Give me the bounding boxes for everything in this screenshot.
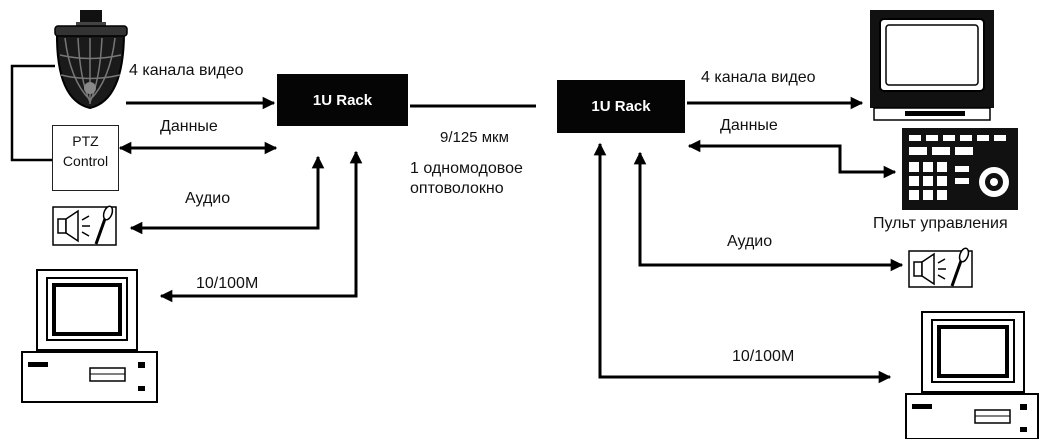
ptz-label-line2: Control: [53, 151, 118, 171]
speaker-microphone-icon-right: [909, 247, 972, 287]
left-data-label: Данные: [160, 118, 218, 136]
right-video-label: 4 канала видео: [701, 69, 816, 87]
crt-monitor-icon: [870, 10, 994, 120]
left-rack-label: 1U Rack: [313, 92, 372, 109]
right-data-arrow: [689, 146, 895, 172]
fiber-type-line2: оптоволокно: [410, 180, 504, 198]
ptz-link-line: [12, 66, 55, 160]
control-keyboard-icon: [902, 128, 1018, 210]
left-audio-label: Аудио: [185, 190, 230, 208]
right-data-label: Данные: [720, 117, 778, 135]
speaker-microphone-icon: [53, 205, 116, 245]
fiber-type-line1: 1 одномодовое: [410, 160, 523, 178]
left-network-label: 10/100M: [196, 275, 258, 293]
ptz-control-box: PTZ Control: [52, 125, 119, 191]
desktop-computer-icon: [22, 270, 157, 402]
left-network-arrow: [161, 152, 356, 296]
desktop-computer-icon-right: [906, 312, 1038, 439]
right-audio-label: Аудио: [727, 233, 772, 251]
left-video-label: 4 канала видео: [129, 62, 244, 80]
ptz-label-line1: PTZ: [53, 131, 118, 151]
dome-camera-icon: [55, 10, 127, 108]
right-network-label: 10/100M: [732, 348, 794, 366]
right-rack-unit: 1U Rack: [557, 80, 685, 133]
right-network-arrow: [600, 144, 890, 377]
console-label: Пульт управления: [873, 215, 1008, 233]
right-rack-label: 1U Rack: [591, 98, 650, 115]
left-rack-unit: 1U Rack: [277, 74, 408, 126]
fiber-spec-label: 9/125 мкм: [440, 129, 509, 146]
